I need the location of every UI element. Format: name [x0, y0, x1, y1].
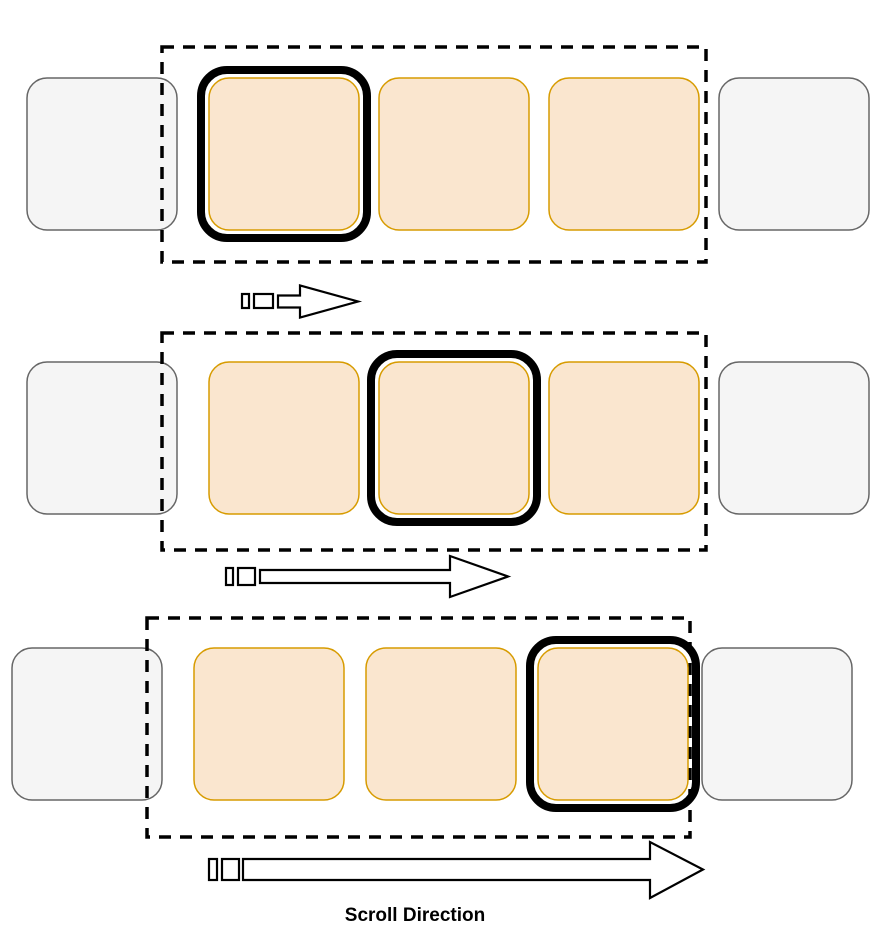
carousel-card — [365, 647, 517, 801]
carousel-card — [378, 77, 530, 231]
frame-3 — [11, 616, 853, 839]
viewport-frame — [160, 45, 708, 264]
scroll-arrow-short — [240, 284, 363, 319]
scroll-indicator-box — [252, 292, 275, 310]
viewport-frame — [145, 616, 692, 839]
carousel-card — [548, 77, 700, 231]
scroll-indicator-box — [220, 857, 241, 882]
scroll-indicator-bar — [207, 857, 219, 882]
selected-card-highlight — [526, 636, 700, 812]
offscreen-card-left — [11, 647, 163, 801]
carousel-card — [193, 647, 345, 801]
scroll-indicator-box — [236, 566, 257, 587]
carousel-card — [537, 647, 689, 801]
selected-card-highlight — [367, 350, 541, 526]
carousel-card — [208, 361, 360, 515]
offscreen-card-left — [26, 77, 178, 231]
viewport-frame — [160, 331, 708, 552]
carousel-card — [208, 77, 360, 231]
offscreen-card-right — [718, 77, 870, 231]
frame-2 — [26, 331, 870, 552]
scroll-indicator-bar — [240, 292, 251, 310]
scroll-indicator-bar — [224, 566, 235, 587]
offscreen-card-left — [26, 361, 178, 515]
diagram-caption: Scroll Direction — [344, 905, 486, 926]
carousel-card — [548, 361, 700, 515]
scroll-arrow-icon — [258, 554, 512, 599]
scroll-arrow-long — [207, 840, 706, 900]
carousel-card — [378, 361, 530, 515]
scroll-arrow-icon — [276, 284, 363, 319]
scroll-arrow-icon — [241, 840, 706, 900]
offscreen-card-right — [718, 361, 870, 515]
frame-1 — [26, 45, 870, 264]
offscreen-card-right — [701, 647, 853, 801]
selected-card-highlight — [197, 66, 371, 242]
scroll-arrow-medium — [224, 554, 512, 599]
